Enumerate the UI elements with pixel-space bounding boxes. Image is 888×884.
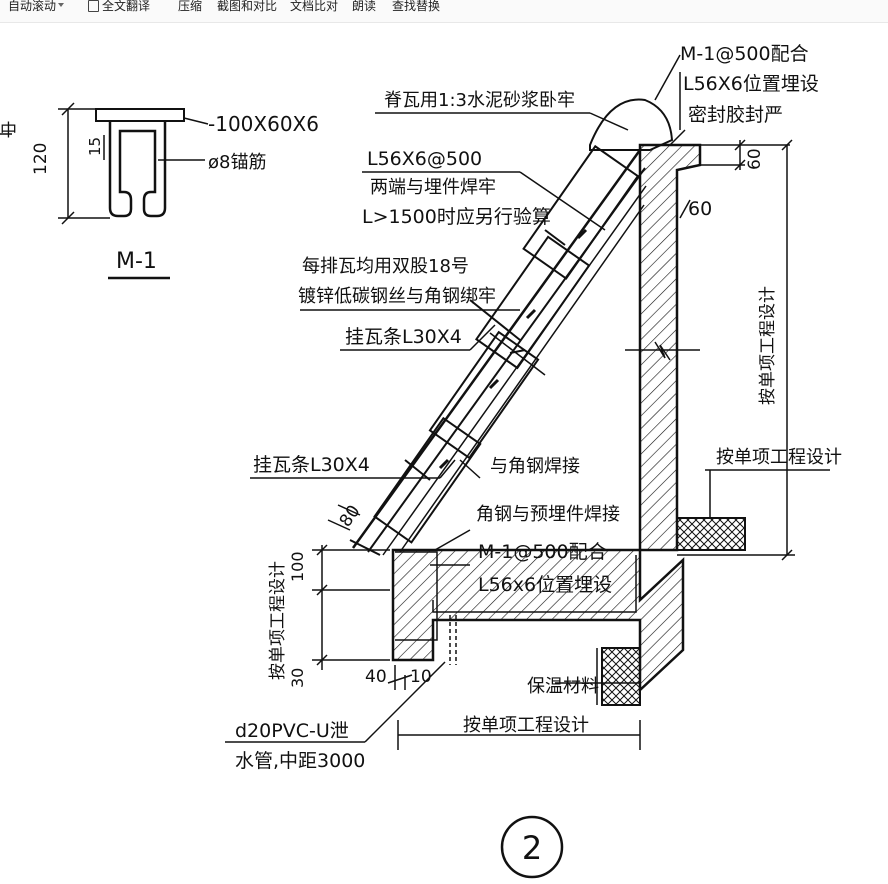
label-drain-pipe-2: 水管,中距3000 bbox=[235, 750, 365, 772]
doc-compare-label: 文档比对 bbox=[290, 0, 339, 13]
label-per-project-right: 按单项工程设计 bbox=[716, 447, 842, 468]
label-angle-embed-weld: 角钢与预埋件焊接 bbox=[476, 504, 620, 525]
sloped-roof bbox=[349, 144, 647, 556]
dim-40: 40 bbox=[365, 667, 387, 687]
dim-30: 30 bbox=[288, 668, 307, 688]
label-weld-angle: 与角钢焊接 bbox=[490, 456, 580, 477]
auto-scroll-label: 自动滚动 bbox=[8, 0, 57, 13]
detail-number-circle bbox=[500, 815, 564, 879]
label-weld-both-ends: 两端与埋件焊牢 bbox=[370, 177, 496, 198]
m1-anchor-label: ø8锚筋 bbox=[208, 152, 266, 173]
label-insulation: 保温材料 bbox=[527, 676, 599, 697]
left-cut-text: 中 bbox=[0, 121, 17, 141]
read-aloud-label: 朗读 bbox=[352, 0, 377, 13]
find-replace-button[interactable]: 查找替换 bbox=[392, 0, 440, 16]
full-translate-label: 全文翻译 bbox=[102, 0, 151, 13]
label-wire-line1: 每排瓦均用双股18号 bbox=[302, 256, 469, 277]
screenshot-compare-button[interactable]: 截图和对比 bbox=[217, 0, 277, 16]
label-ridge-tile: 脊瓦用1:3水泥砂浆卧牢 bbox=[384, 90, 575, 111]
label-top-right-2: L56X6位置埋设 bbox=[683, 73, 819, 95]
compress-label: 压缩 bbox=[178, 0, 203, 13]
dropdown-caret-icon bbox=[58, 3, 65, 7]
insulation-block bbox=[601, 647, 641, 706]
label-bottom-m1-2: L56x6位置埋设 bbox=[478, 574, 612, 596]
label-top-right-1: M-1@500配合 bbox=[680, 43, 809, 65]
m1-dim-15: 15 bbox=[86, 137, 104, 156]
m1-dim-120: 120 bbox=[31, 143, 51, 175]
full-translate-button[interactable]: 全文翻译 bbox=[88, 0, 150, 16]
compress-button[interactable]: 压缩 bbox=[178, 0, 202, 16]
label-per-project-bottom: 按单项工程设计 bbox=[463, 715, 589, 736]
label-angle-l56: L56X6@500 bbox=[367, 148, 482, 170]
translate-icon bbox=[88, 0, 99, 12]
label-per-project-left-vertical: 按单项工程设计 bbox=[268, 561, 288, 680]
label-check-over-1500: L>1500时应另行验算 bbox=[362, 206, 551, 228]
m1-title: M-1 bbox=[116, 249, 157, 274]
find-replace-label: 查找替换 bbox=[392, 0, 441, 13]
label-batten-upper: 挂瓦条L30X4 bbox=[345, 326, 462, 348]
label-sealant: 密封胶封严 bbox=[688, 104, 783, 126]
detail-number: 2 bbox=[522, 829, 542, 867]
m1-plate-label: -100X60X6 bbox=[208, 112, 319, 136]
toolbar: 自动滚动 全文翻译 压缩 截图和对比 文档比对 朗读 查找替换 bbox=[0, 0, 888, 23]
m1-detail bbox=[58, 102, 209, 280]
doc-compare-button[interactable]: 文档比对 bbox=[290, 0, 338, 16]
auto-scroll-button[interactable]: 自动滚动 bbox=[8, 0, 65, 16]
label-wire-line2: 镀锌低碳钢丝与角钢绑牢 bbox=[298, 286, 496, 307]
ridge-tile bbox=[589, 98, 674, 151]
dim-100: 100 bbox=[288, 551, 307, 582]
dim-60-top: 60 bbox=[745, 148, 765, 170]
dim-60-mid: 60 bbox=[688, 198, 712, 220]
label-drain-pipe-1: d20PVC-U泄 bbox=[235, 720, 349, 742]
label-per-project-vertical: 按单项工程设计 bbox=[758, 286, 778, 405]
screenshot-compare-label: 截图和对比 bbox=[217, 0, 278, 13]
dim-10: 10 bbox=[410, 667, 432, 687]
right-wall bbox=[676, 517, 746, 551]
read-aloud-button[interactable]: 朗读 bbox=[352, 0, 376, 16]
label-bottom-m1-1: M-1@500配合 bbox=[478, 541, 607, 563]
label-batten-lower: 挂瓦条L30X4 bbox=[253, 454, 370, 476]
